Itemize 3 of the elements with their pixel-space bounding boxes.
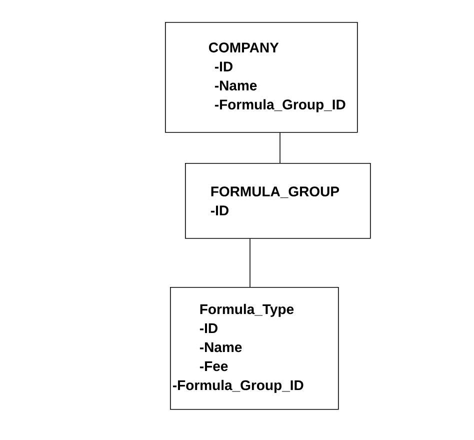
- entity-box: FORMULA_GROUP -ID: [185, 163, 371, 239]
- entity-box: Formula_Type -ID -Name -Fee -Formula_Group_ID: [170, 287, 339, 410]
- entity-box: COMPANY -ID -Name -Formula_Group_ID: [165, 22, 358, 133]
